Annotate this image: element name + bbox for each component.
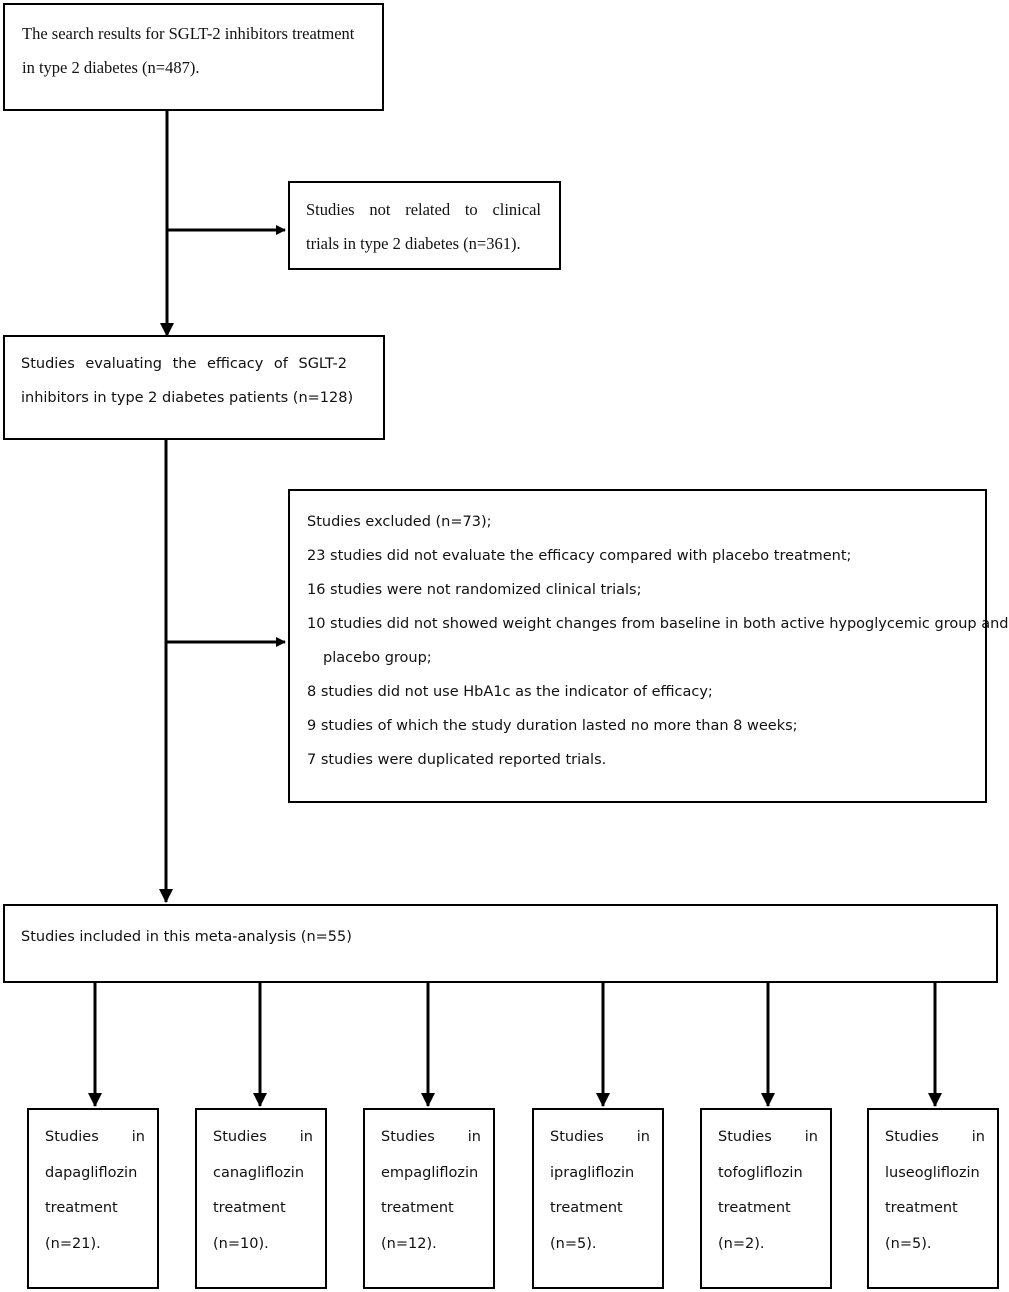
- leaf-line: (n=12).: [381, 1235, 437, 1252]
- not-related-line-2: trials in type 2 diabetes (n=361).: [306, 234, 521, 253]
- leaf-dapagliflozin: Studies in dapagliflozin treatment (n=21…: [27, 1108, 159, 1289]
- excluded-box: Studies excluded (n=73); 23 studies did …: [288, 489, 1009, 803]
- leaf-line: Studies in: [718, 1129, 818, 1145]
- leaf-line: tofogliflozin: [718, 1164, 803, 1181]
- leaf-line: Studies in: [213, 1129, 313, 1145]
- leaf-line: Studies in: [45, 1129, 145, 1145]
- excluded-reason-2: 16 studies were not randomized clinical …: [307, 582, 642, 598]
- excluded-reason-4: 8 studies did not use HbA1c as the indic…: [307, 684, 713, 700]
- excluded-reason-1: 23 studies did not evaluate the efficacy…: [307, 548, 852, 564]
- search-results-line-1: The search results for SGLT-2 inhibitors…: [22, 24, 355, 43]
- leaf-line: (n=5).: [550, 1235, 597, 1252]
- leaf-tofogliflozin: Studies in tofogliflozin treatment (n=2)…: [700, 1108, 832, 1289]
- excluded-reason-3: 10 studies did not showed weight changes…: [307, 616, 1009, 632]
- evaluating-line-2: inhibitors in type 2 diabetes patients (…: [21, 390, 354, 406]
- leaf-line: treatment: [550, 1200, 623, 1216]
- leaf-line: treatment: [213, 1200, 286, 1216]
- leaf-line: treatment: [381, 1200, 454, 1216]
- leaf-line: treatment: [45, 1200, 118, 1216]
- included-label: Studies included in this meta-analysis (…: [21, 929, 352, 945]
- excluded-reason-6: 7 studies were duplicated reported trial…: [307, 752, 607, 768]
- leaf-line: luseogliflozin: [885, 1164, 980, 1181]
- excluded-heading: Studies excluded (n=73);: [307, 514, 492, 530]
- leaf-line: Studies in: [550, 1129, 650, 1145]
- leaf-line: (n=21).: [45, 1235, 101, 1252]
- evaluating-line-1: Studies evaluating the efficacy of SGLT-…: [21, 356, 347, 372]
- included-box: Studies included in this meta-analysis (…: [3, 904, 998, 983]
- search-results-line-2: in type 2 diabetes (n=487).: [22, 58, 200, 77]
- excluded-reason-5: 9 studies of which the study duration la…: [307, 718, 798, 734]
- search-results-box: The search results for SGLT-2 inhibitors…: [3, 3, 384, 111]
- not-related-box: Studies not related to clinical trials i…: [288, 181, 561, 270]
- leaf-line: dapagliflozin: [45, 1164, 138, 1181]
- leaf-luseogliflozin: Studies in luseogliflozin treatment (n=5…: [867, 1108, 999, 1289]
- leaf-ipragliflozin: Studies in ipragliflozin treatment (n=5)…: [532, 1108, 664, 1289]
- leaf-line: (n=2).: [718, 1235, 765, 1252]
- leaf-line: (n=5).: [885, 1235, 932, 1252]
- not-related-line-1: Studies not related to clinical: [306, 200, 541, 219]
- leaf-empagliflozin: Studies in empagliflozin treatment (n=12…: [363, 1108, 495, 1289]
- leaf-line: canagliflozin: [213, 1164, 305, 1181]
- leaf-line: (n=10).: [213, 1235, 269, 1252]
- leaf-line: empagliflozin: [381, 1164, 479, 1181]
- leaf-line: treatment: [885, 1200, 958, 1216]
- leaf-line: ipragliflozin: [550, 1164, 635, 1181]
- excluded-reason-3-cont: placebo group;: [323, 650, 432, 666]
- leaf-line: Studies in: [381, 1129, 481, 1145]
- evaluating-box: Studies evaluating the efficacy of SGLT-…: [3, 335, 385, 440]
- leaf-line: Studies in: [885, 1129, 985, 1145]
- leaf-line: treatment: [718, 1200, 791, 1216]
- leaf-canagliflozin: Studies in canagliflozin treatment (n=10…: [195, 1108, 327, 1289]
